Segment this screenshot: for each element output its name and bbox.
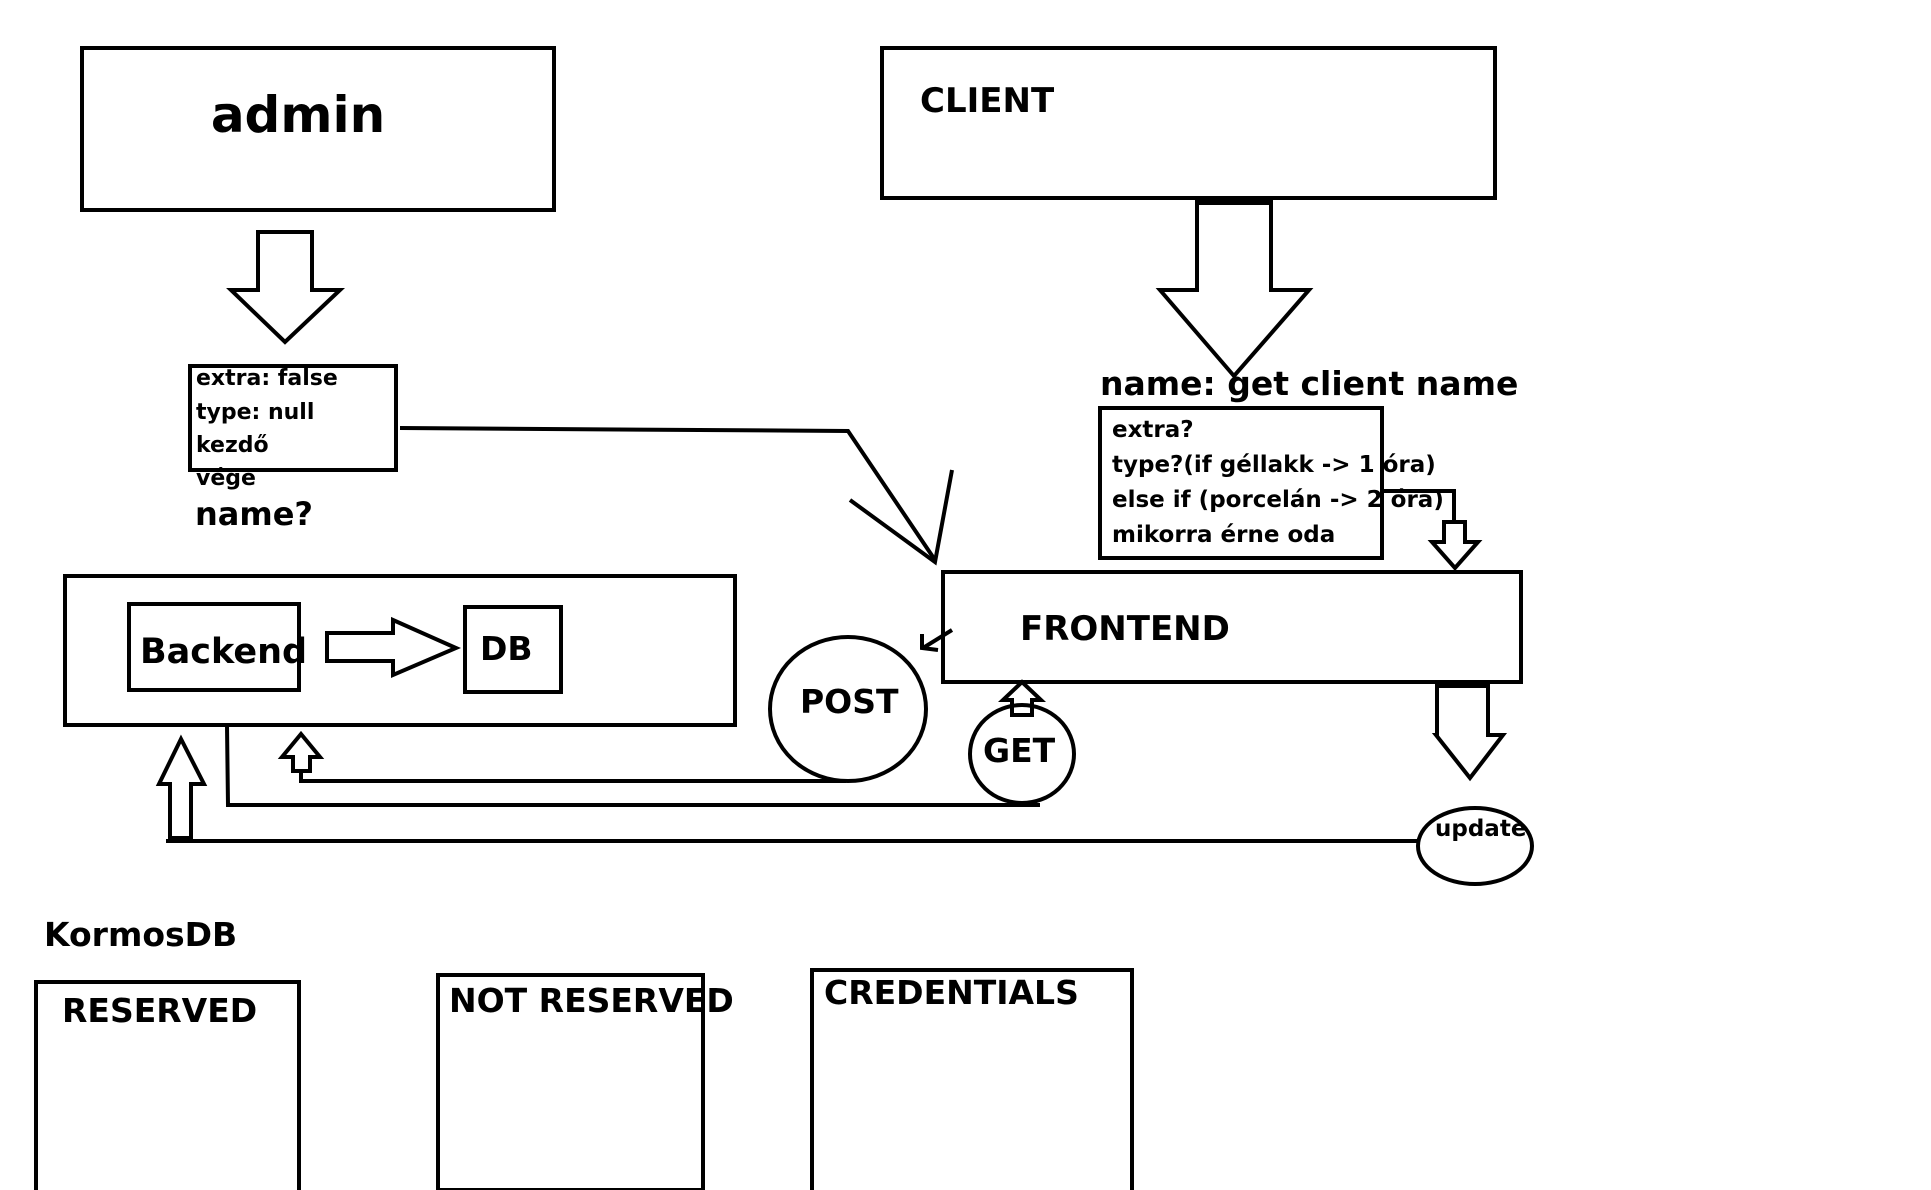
admin-down-arrow-icon (226, 230, 346, 345)
post-to-backend-line (299, 770, 846, 783)
client-to-frontend-line (1384, 489, 1456, 520)
frontend-down-arrow-icon (1431, 684, 1508, 782)
db-label: DB (480, 629, 533, 668)
client-field-type: type?(if géllakk -> 1 óra) (1112, 452, 1436, 478)
backend-to-get-line (225, 725, 1040, 807)
frontend-to-post-line (921, 628, 954, 650)
admin-title: admin (211, 86, 385, 144)
admin-field-extra: extra: false (196, 366, 338, 391)
db-box (463, 605, 563, 694)
collection-credentials-box (810, 968, 1134, 1190)
admin-fields-box (188, 364, 398, 472)
client-title: CLIENT (920, 81, 1055, 121)
client-field-arrival: mikorra érne oda (1112, 522, 1335, 548)
frontend-to-post-arrowhead-icon (920, 634, 939, 652)
admin-field-start: kezdő (196, 433, 269, 458)
backend-outer-box (63, 574, 737, 727)
get-label: GET (983, 731, 1056, 770)
admin-to-frontend-arrowhead-icon (848, 469, 954, 566)
admin-field-type: type: null (196, 400, 314, 425)
get-up-arrow-icon (997, 679, 1047, 717)
client-down-arrow-icon (1155, 198, 1314, 380)
admin-box (80, 46, 556, 212)
collection-not-reserved-box (436, 973, 705, 1190)
database-title: KormosDB (44, 915, 237, 954)
client-fields-box (1098, 406, 1384, 560)
collection-reserved-label: RESERVED (62, 991, 257, 1030)
collection-reserved-box (34, 980, 301, 1190)
backend-label: Backend (140, 632, 307, 672)
post-up-arrow-icon (277, 730, 325, 773)
post-label: POST (800, 682, 899, 721)
admin-field-end: vége (196, 466, 256, 491)
client-small-down-arrow-icon (1427, 520, 1483, 572)
admin-name-label: name? (195, 495, 313, 533)
update-up-arrow-icon (155, 734, 208, 840)
client-field-extra: extra? (1112, 417, 1194, 443)
admin-to-frontend-line (399, 426, 937, 562)
update-label: update (1435, 816, 1526, 842)
backend-box (127, 602, 301, 692)
client-box (880, 46, 1497, 200)
post-node (768, 635, 928, 783)
collection-not-reserved-label: NOT RESERVED (449, 981, 734, 1020)
backend-to-db-arrow-icon (325, 616, 461, 679)
client-name-label: name: get client name (1100, 364, 1518, 403)
update-node (1416, 806, 1534, 886)
collection-credentials-label: CREDENTIALS (824, 973, 1079, 1012)
frontend-box (941, 570, 1523, 684)
frontend-label: FRONTEND (1020, 609, 1230, 649)
